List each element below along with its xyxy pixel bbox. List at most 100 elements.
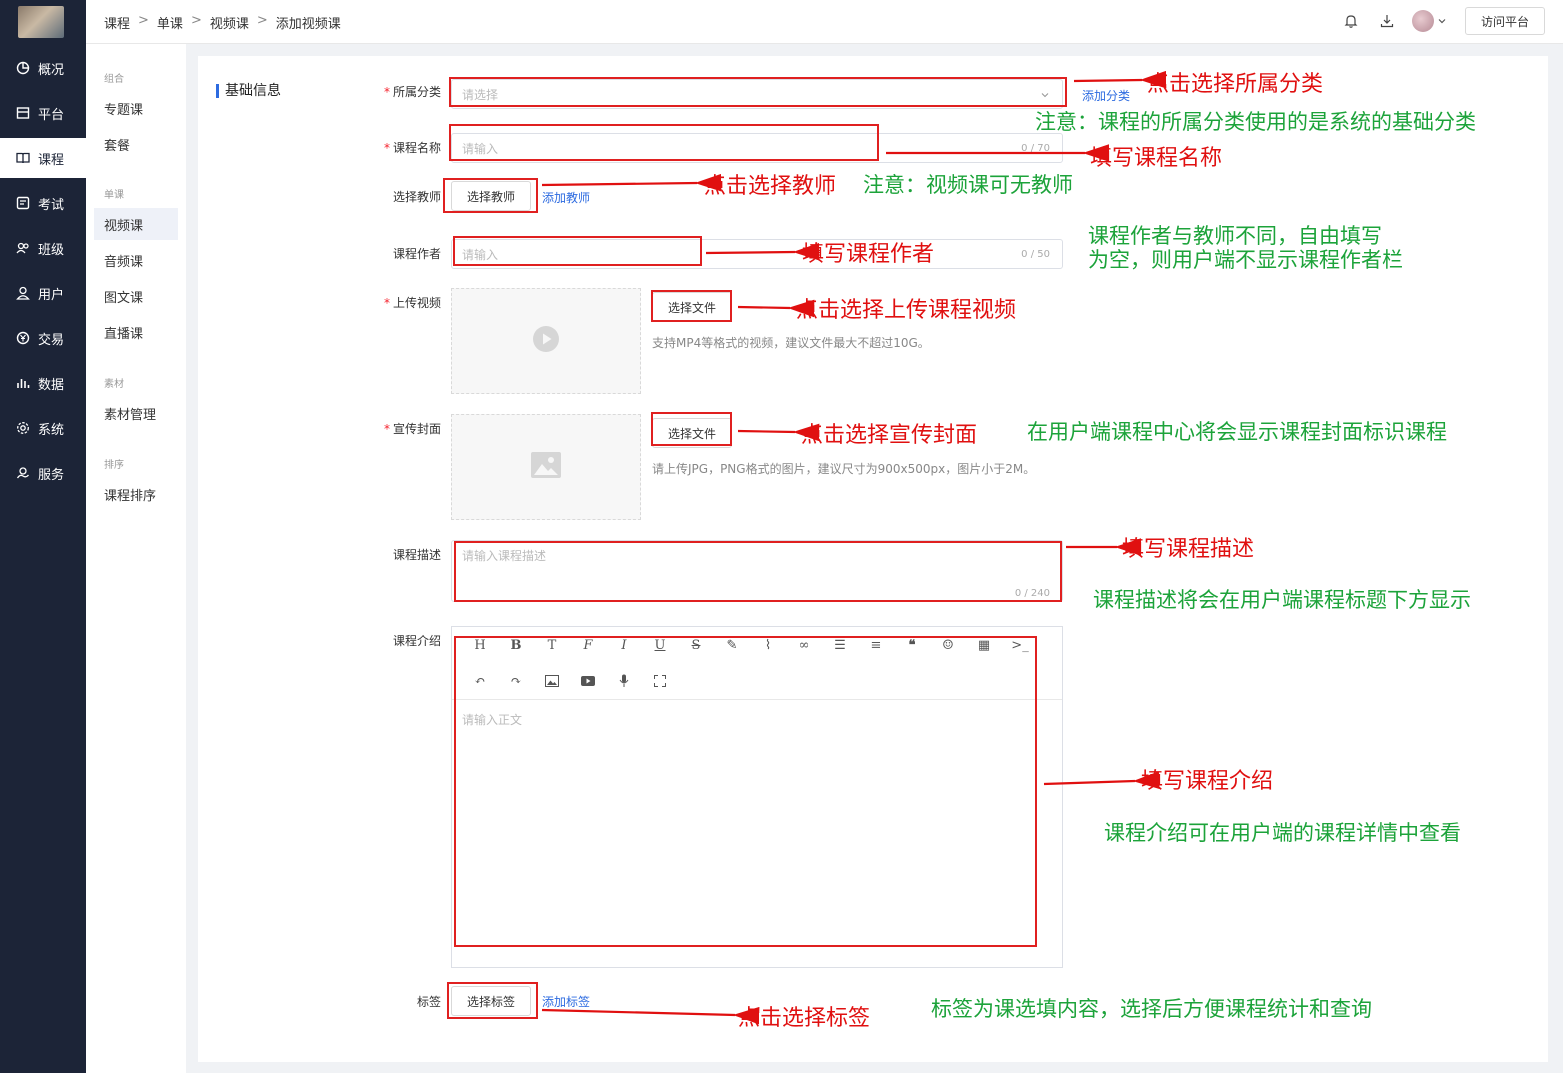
select-video-file-button[interactable]: 选择文件 — [652, 292, 732, 322]
play-icon — [532, 325, 560, 357]
table-icon[interactable]: ▦ — [977, 637, 991, 653]
subnav-item-package[interactable]: 套餐 — [104, 138, 131, 154]
bell-icon[interactable] — [1342, 12, 1360, 30]
logo[interactable] — [18, 6, 64, 38]
description-textarea[interactable]: 请输入课程描述 0 / 240 — [451, 540, 1063, 602]
course-subnav: 组合 专题课 套餐 单课 视频课 音频课 图文课 直播课 素材 素材管理 排序 … — [86, 44, 186, 1073]
subnav-group-title: 素材 — [104, 379, 124, 390]
author-input[interactable]: 请输入 0 / 50 — [451, 239, 1063, 269]
store-icon — [16, 106, 30, 120]
nav-label: 平台 — [38, 107, 65, 123]
subnav-item-topic[interactable]: 专题课 — [104, 102, 144, 118]
nav-item-trade[interactable]: 交易 — [0, 318, 86, 358]
tag-label: 标签 — [416, 995, 441, 1009]
brush-icon[interactable]: ⌇ — [764, 637, 772, 653]
description-counter: 0 / 240 — [1014, 588, 1050, 599]
select-teacher-button[interactable]: 选择教师 — [451, 181, 531, 211]
description-label: 课程描述 — [392, 548, 441, 562]
nav-item-exam[interactable]: 考试 — [0, 183, 86, 223]
rich-text-editor[interactable]: H B T F I U S ✎ ⌇ ∞ ☰ ≡ ❝ ☺ ▦ >_ ↶ ↷ — [451, 626, 1063, 968]
gear-icon — [16, 421, 30, 435]
subnav-item-sort[interactable]: 课程排序 — [104, 488, 157, 504]
author-counter: 0 / 50 — [1021, 248, 1050, 260]
redo-icon[interactable]: ↷ — [510, 673, 522, 689]
cover-label: *宣传封面 — [383, 422, 441, 436]
category-placeholder: 请选择 — [462, 87, 499, 102]
insert-video-icon[interactable] — [570, 671, 606, 691]
breadcrumb-separator: > — [256, 13, 268, 28]
note-tag: 标签为课选填内容，选择后方便课程统计和查询 — [931, 997, 1372, 1021]
strikethrough-icon[interactable]: S — [691, 637, 701, 653]
highlight-course-name — [449, 124, 879, 161]
select-tag-button[interactable]: 选择标签 — [451, 986, 531, 1016]
nav-item-data[interactable]: 数据 — [0, 363, 86, 403]
video-label: *上传视频 — [383, 296, 441, 310]
avatar[interactable] — [1412, 10, 1434, 32]
user-icon — [16, 286, 30, 300]
underline-icon[interactable]: U — [654, 637, 666, 653]
note-category: 注意：课程的所属分类使用的是系统的基础分类 — [1035, 110, 1476, 134]
visit-platform-button[interactable]: 访问平台 — [1465, 7, 1545, 35]
breadcrumb-item[interactable]: 视频课 — [209, 17, 249, 32]
italic-icon[interactable]: I — [621, 637, 627, 653]
pen-icon[interactable]: ✎ — [726, 637, 738, 653]
annotation-course-name: 填写课程名称 — [1090, 146, 1223, 171]
book-icon — [16, 151, 30, 165]
chevron-down-icon[interactable] — [1436, 12, 1448, 30]
quote-icon[interactable]: ❝ — [908, 637, 916, 653]
category-select[interactable]: 请选择 — [451, 79, 1063, 109]
nav-item-overview[interactable]: 概况 — [0, 48, 86, 88]
nav-label: 课程 — [38, 152, 65, 168]
bold-icon[interactable]: B — [510, 637, 522, 653]
editor-toolbar-row: ↶ ↷ — [462, 671, 678, 691]
course-name-input[interactable]: 请输入 0 / 70 — [451, 133, 1063, 163]
nav-label: 用户 — [38, 287, 65, 303]
list-icon[interactable]: ☰ — [834, 637, 846, 653]
code-icon[interactable]: >_ — [1011, 637, 1029, 653]
highlight-teacher — [443, 178, 538, 213]
nav-label: 考试 — [38, 197, 65, 213]
breadcrumb-item-current: 添加视频课 — [275, 17, 341, 32]
nav-item-class[interactable]: 班级 — [0, 228, 86, 268]
insert-image-icon[interactable] — [534, 671, 570, 691]
add-teacher-link[interactable]: 添加教师 — [542, 191, 591, 205]
subnav-group-title: 排序 — [104, 460, 124, 471]
video-upload-area[interactable] — [451, 288, 641, 394]
nav-item-user[interactable]: 用户 — [0, 273, 86, 313]
breadcrumb-item[interactable]: 单课 — [156, 17, 183, 32]
align-icon[interactable]: ≡ — [870, 637, 882, 653]
nav-item-service[interactable]: 服务 — [0, 453, 86, 493]
nav-item-course[interactable]: 课程 — [0, 138, 86, 178]
subnav-group-title: 组合 — [104, 74, 124, 85]
nav-item-platform[interactable]: 平台 — [0, 93, 86, 133]
nav-item-system[interactable]: 系统 — [0, 408, 86, 448]
annotation-author: 填写课程作者 — [802, 242, 935, 267]
breadcrumb-separator: > — [138, 13, 149, 28]
subnav-item-material[interactable]: 素材管理 — [104, 407, 157, 423]
subnav-item-audio[interactable]: 音频课 — [104, 254, 144, 270]
nav-label: 系统 — [38, 422, 65, 438]
category-label: *所属分类 — [383, 85, 441, 99]
nav-label: 数据 — [38, 377, 65, 393]
group-icon — [16, 241, 30, 255]
mic-icon[interactable] — [606, 671, 642, 691]
download-icon[interactable] — [1378, 12, 1396, 30]
subnav-item-live[interactable]: 直播课 — [104, 326, 144, 342]
exam-icon — [16, 196, 30, 210]
subnav-item-article[interactable]: 图文课 — [104, 290, 144, 306]
cover-upload-area[interactable] — [451, 414, 641, 520]
undo-icon[interactable]: ↶ — [474, 673, 486, 689]
note-intro: 课程介绍可在用户端的课程详情中查看 — [1104, 821, 1461, 845]
heading-icon[interactable]: H — [474, 637, 486, 653]
emoji-icon[interactable]: ☺ — [942, 637, 954, 653]
fullscreen-icon[interactable] — [642, 671, 678, 691]
link-icon[interactable]: ∞ — [798, 637, 810, 653]
add-tag-link[interactable]: 添加标签 — [542, 995, 591, 1009]
highlight-video-button — [651, 290, 732, 322]
font-size-icon[interactable]: T — [547, 637, 557, 653]
section-title: 基础信息 — [216, 84, 281, 98]
subnav-item-video[interactable]: 视频课 — [94, 208, 178, 240]
add-category-link[interactable]: 添加分类 — [1082, 89, 1131, 103]
font-family-icon[interactable]: F — [583, 637, 593, 653]
breadcrumb-item[interactable]: 课程 — [104, 17, 131, 32]
